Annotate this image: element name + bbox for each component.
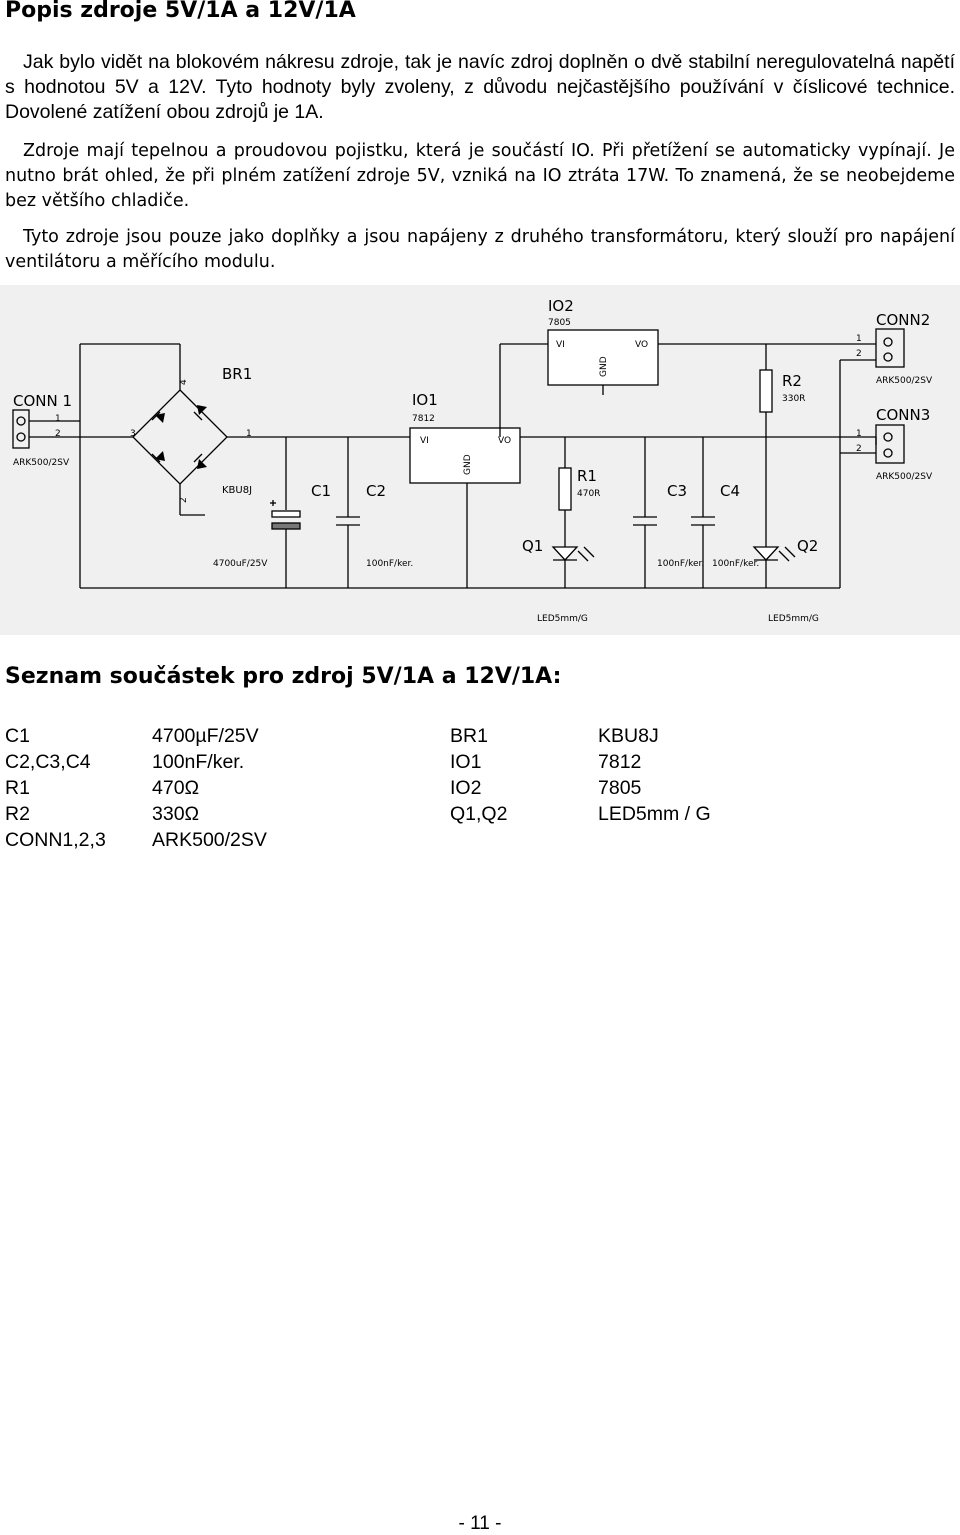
c1-label: C1 xyxy=(311,482,331,500)
parts-heading: Seznam součástek pro zdroj 5V/1A a 12V/1… xyxy=(5,664,562,689)
conn1-block xyxy=(12,409,30,449)
io2-body xyxy=(547,329,659,386)
paragraph-3-text: Tyto zdroje jsou pouze jako doplňky a js… xyxy=(5,227,955,272)
io1-vi: VI xyxy=(420,436,429,446)
r1-body xyxy=(558,467,572,511)
q1-label: Q1 xyxy=(522,537,543,555)
br1-label: BR1 xyxy=(222,365,252,383)
conn2-pin1: 1 xyxy=(856,334,862,344)
br1-type: KBU8J xyxy=(222,485,252,496)
paragraph-1-text: Jak bylo vidět na blokovém nákresu zdroj… xyxy=(5,51,955,123)
conn3-pin2: 2 xyxy=(856,444,862,454)
io1-gnd: GND xyxy=(463,454,473,475)
io2-label: IO2 xyxy=(548,297,574,315)
part-ref-2: BR1 xyxy=(450,725,488,747)
conn1-label: CONN 1 xyxy=(13,392,72,410)
conn2-label: CONN2 xyxy=(876,311,930,329)
io2-vi: VI xyxy=(556,340,565,350)
br1-pin4: 4 xyxy=(179,379,189,385)
part-value-2: 7812 xyxy=(598,751,642,773)
paragraph-1: Jak bylo vidět na blokovém nákresu zdroj… xyxy=(5,50,955,125)
paragraph-2: Zdroje mají tepelnou a proudovou pojistk… xyxy=(5,139,955,214)
c2-value: 100nF/ker. xyxy=(366,559,413,569)
conn3-pin1: 1 xyxy=(856,429,862,439)
circuit-schematic: CONN 1 1 2 ARK500/2SV BR1 KBU8J 1 3 4 2 … xyxy=(0,285,960,635)
io1-label: IO1 xyxy=(412,391,438,409)
part-ref-2: Q1,Q2 xyxy=(450,803,508,825)
part-ref: R1 xyxy=(5,777,30,799)
r1-label: R1 xyxy=(577,467,597,485)
q2-type: LED5mm/G xyxy=(768,614,819,624)
part-ref-2: IO2 xyxy=(450,777,482,799)
page-title: Popis zdroje 5V/1A a 12V/1A xyxy=(5,0,356,23)
c3-value: 100nF/ker. xyxy=(657,559,704,569)
io2-gnd: GND xyxy=(599,356,609,377)
conn1-type: ARK500/2SV xyxy=(13,458,70,468)
conn1-pin1: 1 xyxy=(55,414,61,424)
part-ref: CONN1,2,3 xyxy=(5,829,106,851)
q1-type: LED5mm/G xyxy=(537,614,588,624)
conn2-block xyxy=(875,328,905,368)
part-value: 470Ω xyxy=(152,777,200,799)
r1-value: 470R xyxy=(577,489,600,499)
conn3-type: ARK500/2SV xyxy=(876,472,933,482)
br1-pin3: 3 xyxy=(130,429,136,439)
conn2-type: ARK500/2SV xyxy=(876,376,933,386)
page-number: - 11 - xyxy=(458,1513,502,1534)
c2-label: C2 xyxy=(366,482,386,500)
part-ref: R2 xyxy=(5,803,30,825)
part-value: 100nF/ker. xyxy=(152,751,245,773)
part-ref: C2,C3,C4 xyxy=(5,751,91,773)
conn2-pin2: 2 xyxy=(856,349,862,359)
part-ref: C1 xyxy=(5,725,30,747)
c1-value: 4700uF/25V xyxy=(213,559,268,569)
part-ref-2: IO1 xyxy=(450,751,482,773)
c4-label: C4 xyxy=(720,482,740,500)
part-value-2: KBU8J xyxy=(598,725,659,747)
part-value: ARK500/2SV xyxy=(152,829,267,851)
part-value: 4700µF/25V xyxy=(152,725,259,747)
c3-label: C3 xyxy=(667,482,687,500)
br1-pin1: 1 xyxy=(246,429,252,439)
q2-label: Q2 xyxy=(797,537,818,555)
part-value-2: LED5mm / G xyxy=(598,803,711,825)
io2-type: 7805 xyxy=(548,318,571,328)
r2-body xyxy=(759,369,773,413)
r2-label: R2 xyxy=(782,372,802,390)
part-value: 330Ω xyxy=(152,803,200,825)
conn3-label: CONN3 xyxy=(876,406,930,424)
io1-vo: VO xyxy=(498,436,511,446)
io2-vo: VO xyxy=(635,340,648,350)
paragraph-2-text: Zdroje mají tepelnou a proudovou pojistk… xyxy=(5,141,955,211)
paragraph-3: Tyto zdroje jsou pouze jako doplňky a js… xyxy=(5,225,955,275)
c4-value: 100nF/ker. xyxy=(712,559,759,569)
part-value-2: 7805 xyxy=(598,777,642,799)
conn3-block xyxy=(875,424,905,464)
io1-body xyxy=(409,427,521,484)
conn1-pin2: 2 xyxy=(55,429,61,439)
io1-type: 7812 xyxy=(412,414,435,424)
c1-plate xyxy=(271,510,301,518)
br1-pin2: 2 xyxy=(179,497,189,503)
r2-value: 330R xyxy=(782,394,805,404)
